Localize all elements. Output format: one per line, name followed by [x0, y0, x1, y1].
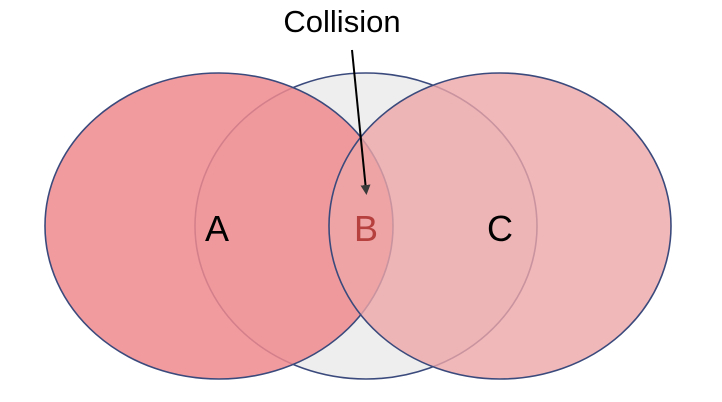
- label-a: A: [205, 208, 229, 249]
- collision-arrow: [351, 49, 371, 195]
- circle-c: [328, 72, 672, 380]
- label-c: C: [487, 208, 513, 249]
- collision-label: Collision: [283, 4, 400, 39]
- label-b: B: [354, 208, 378, 249]
